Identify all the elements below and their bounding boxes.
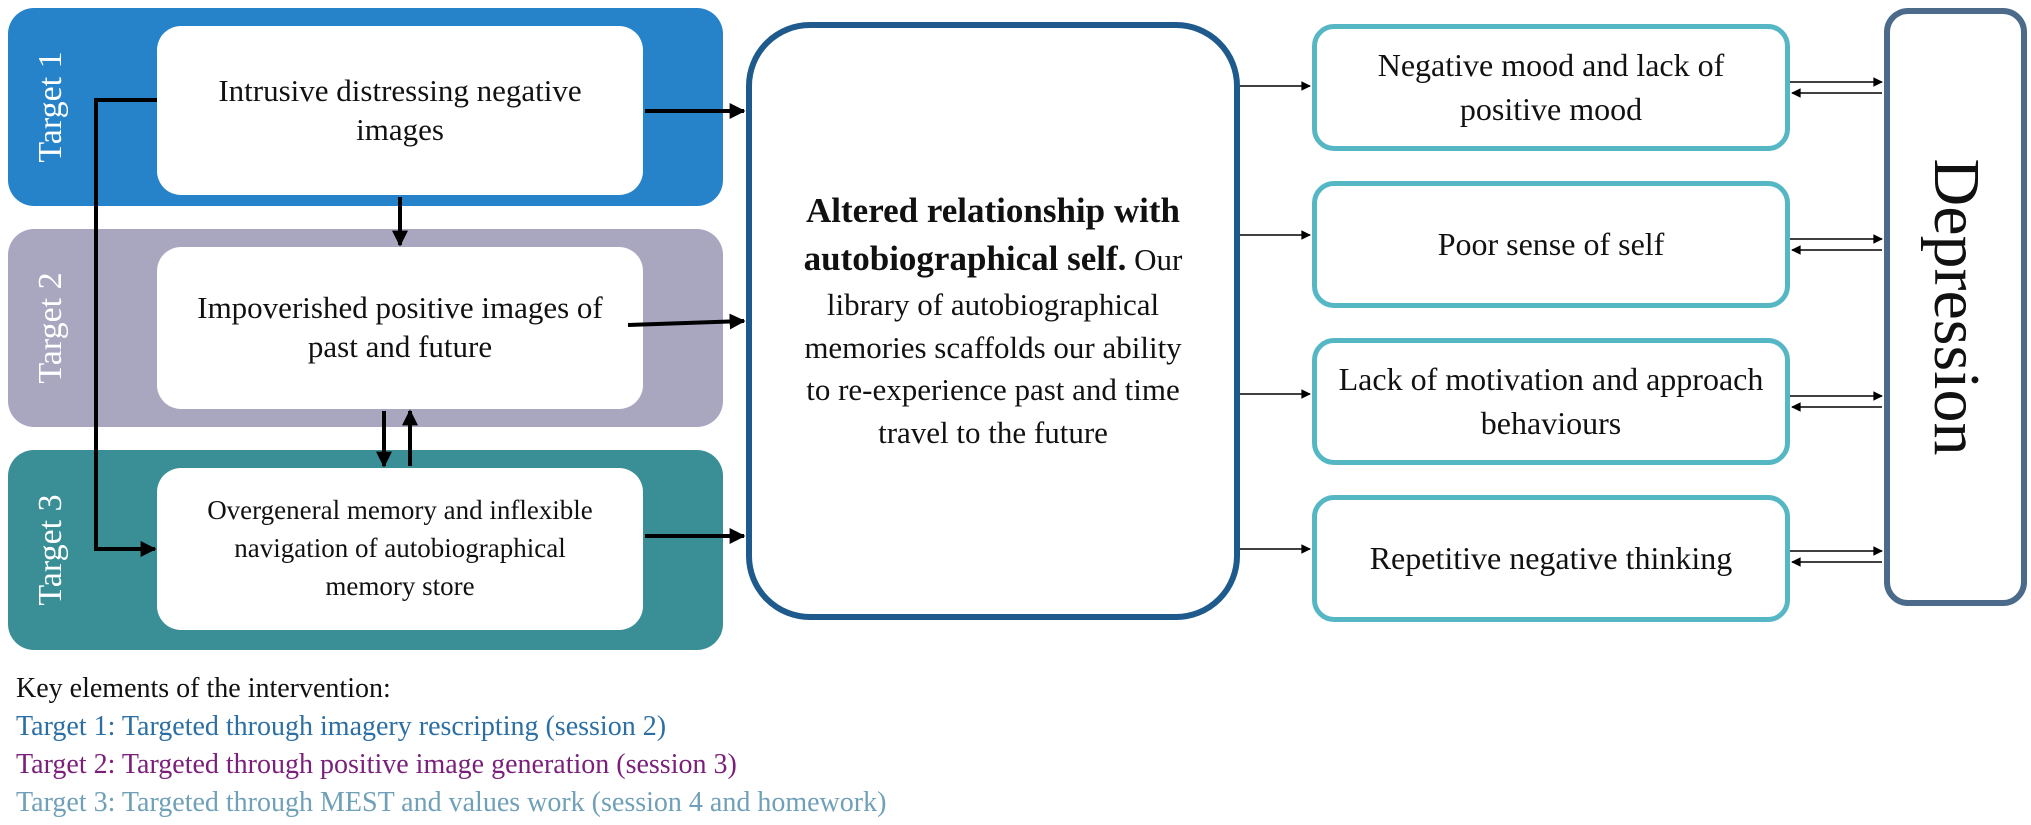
center-body: Our library of autobiographical memories… bbox=[804, 242, 1183, 451]
target-3-text: Overgeneral memory and inflexible naviga… bbox=[207, 495, 593, 601]
center-title: Altered relationship with autobiographic… bbox=[803, 191, 1180, 279]
legend-item-1: Target 1: Targeted through imagery rescr… bbox=[16, 711, 667, 742]
outcome-box-3: Lack of motivation and approach behaviou… bbox=[1312, 338, 1790, 465]
legend-item-2: Target 2: Targeted through positive imag… bbox=[16, 749, 737, 780]
outcome-text-3: Lack of motivation and approach behaviou… bbox=[1338, 361, 1764, 441]
arrow-t1-t3 bbox=[94, 98, 157, 557]
outcome-text-1: Negative mood and lack of positive mood bbox=[1377, 47, 1725, 127]
arrow-t2-center bbox=[627, 313, 746, 330]
target-1-box: Intrusive distressing negative images bbox=[157, 26, 643, 195]
depression-box: Depression bbox=[1884, 8, 2027, 606]
outcome-box-2: Poor sense of self bbox=[1312, 181, 1790, 308]
outcome-box-1: Negative mood and lack of positive mood bbox=[1312, 24, 1790, 151]
target-1-text: Intrusive distressing negative images bbox=[218, 72, 582, 147]
legend-item-3: Target 3: Targeted through MEST and valu… bbox=[16, 787, 887, 818]
target-3-box: Overgeneral memory and inflexible naviga… bbox=[157, 468, 643, 630]
target-2-box: Impoverished positive images of past and… bbox=[157, 247, 643, 409]
outcome-box-4: Repetitive negative thinking bbox=[1312, 495, 1790, 622]
legend-heading: Key elements of the intervention: bbox=[16, 673, 391, 704]
target-2-text: Impoverished positive images of past and… bbox=[197, 290, 603, 364]
center-box: Altered relationship with autobiographic… bbox=[746, 22, 1240, 620]
outcome-text-2: Poor sense of self bbox=[1437, 225, 1665, 262]
outcome-text-4: Repetitive negative thinking bbox=[1369, 539, 1733, 576]
